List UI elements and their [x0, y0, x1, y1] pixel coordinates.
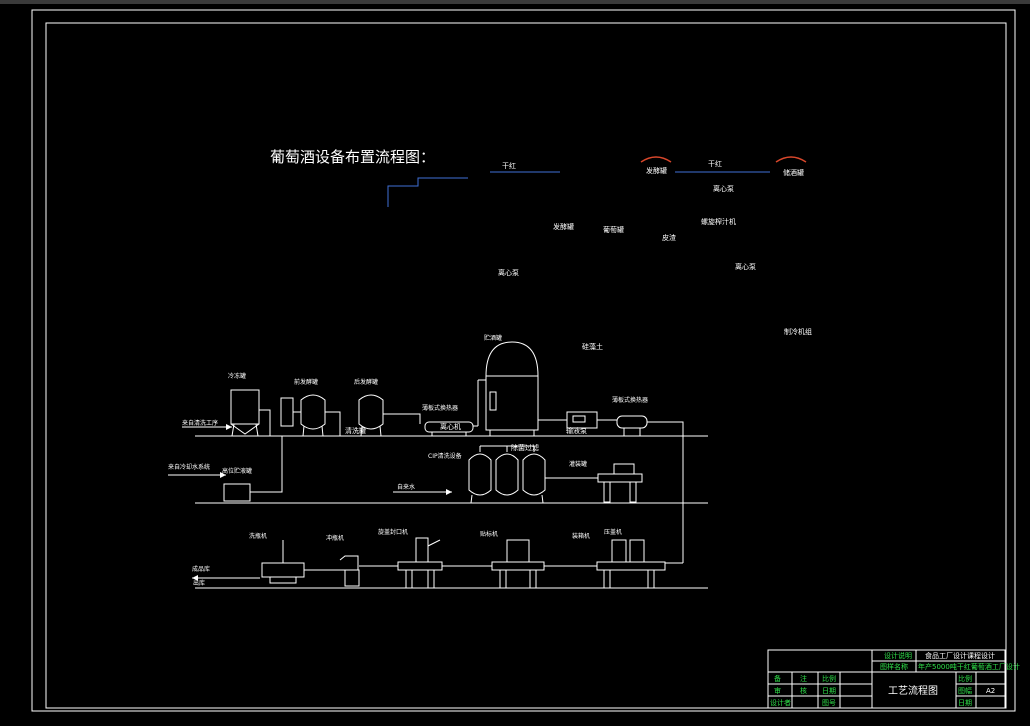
- tb-row1-a: 备: [774, 674, 781, 683]
- high-tank-unit: [223, 436, 283, 502]
- tb-row3-a: 设计者: [770, 698, 791, 707]
- label-filling-tank: 灌装罐: [569, 460, 587, 468]
- diagram-title: 葡萄酒设备布置流程图：: [270, 148, 435, 166]
- tb-row2-c: 日期: [822, 687, 836, 695]
- label-pomace: 皮渣: [662, 233, 676, 242]
- bottle-washer-unit: [261, 540, 305, 584]
- tb-project: 年产5000吨干红葡萄酒工厂设计: [918, 662, 1020, 671]
- tb-row2-b: 核: [800, 686, 807, 695]
- tb-drawing-name: 工艺流程图: [888, 684, 938, 697]
- diatom-filter-unit: [538, 411, 617, 429]
- window-top-bar: [0, 0, 1030, 4]
- label-bottle-washer: 洗瓶机: [249, 532, 267, 540]
- label-sterile-filter: 除菌过滤: [511, 443, 539, 452]
- outer-border: [31, 9, 1016, 712]
- label-fermentation-tank-top: 发酵罐: [646, 166, 667, 175]
- tb-row3-c: 图号: [822, 699, 836, 707]
- tb-scale-label: 比例: [958, 674, 972, 683]
- label-feed-in: 来自清洗工序: [182, 419, 218, 427]
- packer-unit: [544, 539, 683, 589]
- label-packer: 装箱机: [572, 532, 590, 540]
- tb-date-label: 日期: [958, 699, 972, 707]
- tb-label-design: 设计说明: [884, 651, 912, 660]
- label-grape-tank: 葡萄罐: [603, 225, 624, 234]
- tb-label-drawing: 图样名称: [880, 662, 908, 671]
- label-out: 出库: [193, 579, 205, 587]
- label-centrifugal-pump-1: 离心泵: [498, 268, 519, 277]
- filling-tank-unit: [545, 463, 643, 503]
- cip-tanks: [468, 445, 546, 504]
- tank-b-equipment: [280, 394, 326, 437]
- cooling-in-arrow: [220, 472, 226, 478]
- label-ganhong-1: 干红: [502, 161, 516, 170]
- out-arrow: [192, 575, 198, 581]
- big-storage-tank: [473, 341, 539, 436]
- pipe-r1-a: [259, 409, 271, 436]
- labeler-unit: [442, 539, 545, 589]
- label-centrifugal-pump-top: 离心泵: [713, 184, 734, 193]
- water-in-arrow: [446, 489, 452, 495]
- label-cooling-in: 来自冷却水系统: [168, 463, 210, 471]
- label-high-tank: 高位贮液罐: [222, 467, 252, 475]
- tb-row1-c: 比例: [822, 674, 836, 683]
- rinser-unit: [304, 555, 360, 587]
- label-cleaning: 清洗罐: [345, 426, 366, 435]
- pipe-r1-c: [325, 411, 341, 436]
- tb-row2-a: 审: [774, 686, 781, 695]
- tb-sheet-size: A2: [986, 687, 995, 695]
- label-cold-unit: 制冷机组: [784, 327, 812, 336]
- label-tank-c: 后发酵罐: [354, 378, 378, 386]
- label-centrifugal-pump-2: 离心泵: [735, 262, 756, 271]
- tank-dome-1: [640, 156, 672, 163]
- inner-border: [45, 22, 1007, 709]
- heat-exchanger-1: [424, 421, 474, 436]
- label-centrifuge: 离心机: [440, 422, 461, 431]
- tb-sheet-label: 图幅: [958, 686, 972, 695]
- tank-a-equipment: [230, 389, 260, 437]
- label-screw-press: 螺旋榨汁机: [701, 217, 736, 226]
- label-hx-1: 薄板式换热器: [422, 404, 458, 412]
- label-cip: CIP清洗设备: [428, 452, 462, 460]
- pipe-r1-d: [383, 413, 421, 424]
- label-rinser: 冲瓶机: [326, 534, 344, 542]
- label-fermentation-tank: 发酵罐: [553, 222, 574, 231]
- corker-unit: [359, 537, 443, 589]
- title-block: [767, 649, 1006, 709]
- top-pipe: [387, 177, 468, 207]
- tb-row1-b: 注: [800, 674, 807, 683]
- label-ganhong-2: 干红: [708, 159, 722, 168]
- tank-c-equipment: [358, 394, 384, 437]
- label-corker: 旋盖封口机: [378, 528, 408, 536]
- label-diatom-filter: 硅藻土: [582, 342, 603, 351]
- label-finished: 成品库: [192, 565, 210, 573]
- label-tank-b: 前发酵罐: [294, 378, 318, 386]
- label-transfer-pump: 输液泵: [566, 426, 587, 435]
- label-tank-a: 冷冻罐: [228, 372, 246, 380]
- label-hx-2: 薄板式换热器: [612, 396, 648, 404]
- heat-exchanger-2: [616, 415, 684, 563]
- tb-school: 食品工厂设计课程设计: [925, 651, 995, 660]
- label-big-tank: 贮酒罐: [484, 334, 502, 342]
- label-labeler: 贴标机: [480, 530, 498, 538]
- label-storage-tank-top: 储酒罐: [783, 168, 804, 177]
- label-water: 自来水: [397, 483, 415, 491]
- feed-in-arrow: [226, 424, 232, 430]
- label-capper: 压盖机: [604, 528, 622, 536]
- tank-dome-2: [775, 156, 807, 163]
